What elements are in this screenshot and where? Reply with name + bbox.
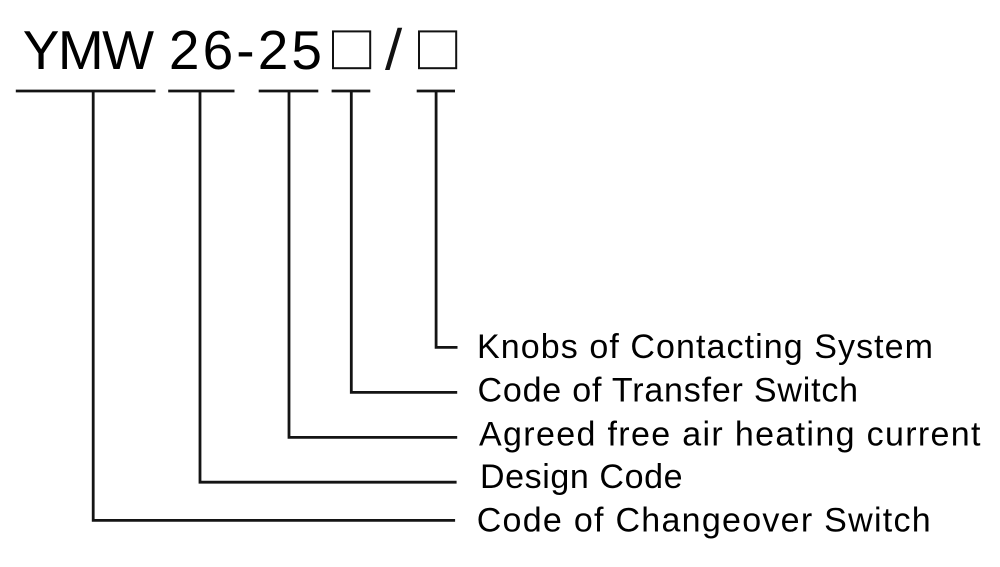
svg-text:26-25: 26-25 xyxy=(169,19,322,81)
svg-text:Design Code: Design Code xyxy=(480,458,683,496)
svg-text:Agreed free air heating curren: Agreed free air heating current xyxy=(479,415,981,453)
svg-text:Code of Transfer Switch: Code of Transfer Switch xyxy=(478,371,859,409)
svg-text:Knobs of Contacting System: Knobs of Contacting System xyxy=(477,328,933,366)
svg-text:Code of Changeover Switch: Code of Changeover Switch xyxy=(477,501,931,539)
svg-text:YMW: YMW xyxy=(23,19,154,81)
